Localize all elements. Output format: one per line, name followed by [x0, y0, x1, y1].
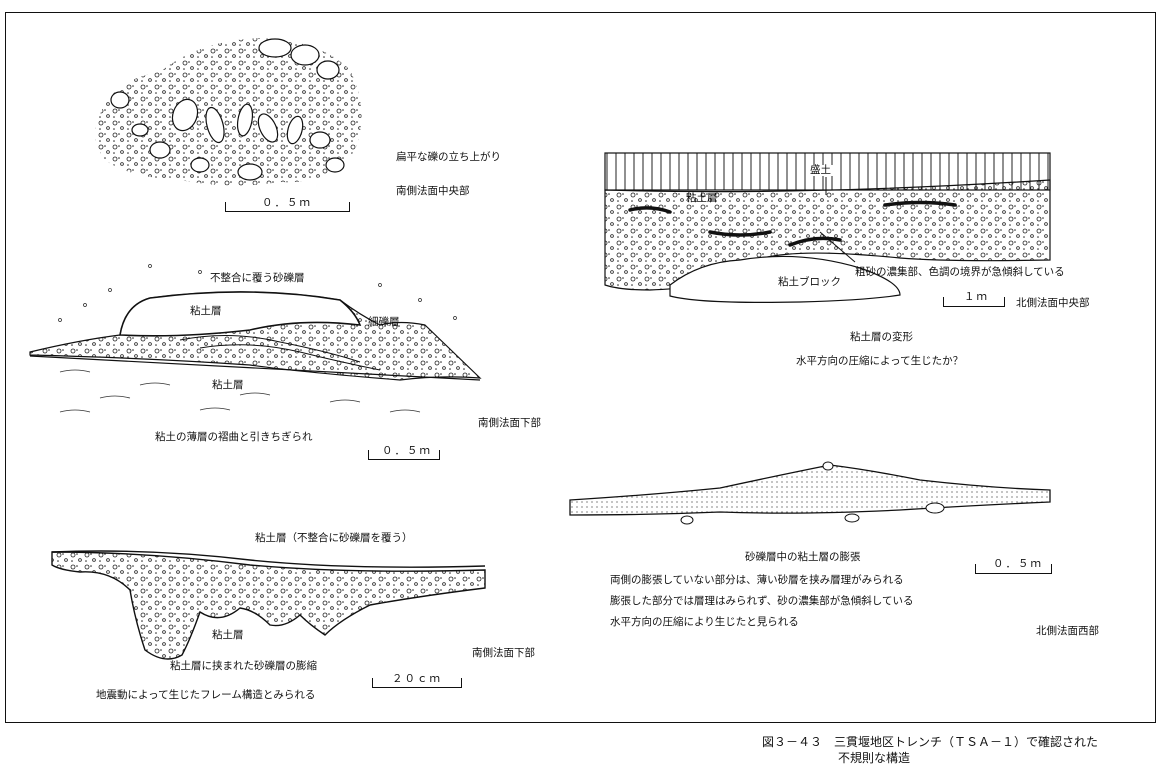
- fig1-scale-bar: [225, 202, 350, 212]
- fig2-top-label: 不整合に覆う砂礫層: [210, 272, 305, 284]
- fig3-scale-label: ２０ｃｍ: [392, 673, 442, 685]
- fig5-line2: 膨張した部分では層理はみられず、砂の濃集部が急傾斜している: [610, 595, 914, 607]
- fig4-scale-bar: [943, 297, 1005, 307]
- fig1-scale-label: ０．５ｍ: [262, 197, 312, 209]
- fig3-flame-sketch: [51, 550, 486, 660]
- fig4-clay: 粘土層: [686, 192, 718, 204]
- fig3-caption1: 粘土層に挟まれた砂礫層の膨縮: [170, 660, 317, 672]
- fig5-scale-bar: [975, 564, 1052, 574]
- fig4-fill: 盛土: [808, 164, 833, 176]
- fig4-location: 北側法面中央部: [1016, 297, 1090, 309]
- fig5-line1: 両側の膨張していない部分は、薄い砂層を挟み層理がみられる: [610, 574, 904, 586]
- fig2-fine-gravel: 細礫層: [368, 316, 400, 328]
- fig2-location: 南側法面下部: [478, 417, 541, 429]
- fig3-scale-bar: [372, 678, 462, 688]
- fig4-note: 粗砂の濃集部、色調の境界が急傾斜している: [855, 266, 1065, 278]
- fig3-top-label: 粘土層（不整合に砂礫層を覆う）: [255, 532, 413, 544]
- fig2-scale-label: ０．５ｍ: [382, 445, 432, 457]
- fig2-caption: 粘土の薄層の褶曲と引きちぎられ: [155, 431, 313, 443]
- fig3-location: 南側法面下部: [472, 647, 535, 659]
- fig4-caption1: 粘土層の変形: [850, 331, 913, 343]
- fig5-swelling-sketch: [569, 461, 1051, 525]
- fig1-gravel-sketch: [95, 38, 362, 186]
- fig1-title: 扁平な礫の立ち上がり: [396, 151, 501, 163]
- fig2-fold-sketch: [29, 264, 482, 413]
- fig5-line3: 水平方向の圧縮により生じたと見られる: [610, 616, 799, 628]
- fig5-title: 砂礫層中の粘土層の膨張: [745, 551, 861, 563]
- fig4-deformation-sketch: [604, 152, 1051, 303]
- figure-caption-line1: 図３－４３ 三貫堰地区トレンチ（ＴＳＡ－１）で確認された: [762, 735, 1099, 749]
- fig1-location: 南側法面中央部: [396, 185, 470, 197]
- fig5-scale-label: ０．５ｍ: [993, 558, 1043, 570]
- fig2-scale-bar: [368, 450, 440, 460]
- fig2-clay-upper: 粘土層: [190, 305, 222, 317]
- fig5-location: 北側法面西部: [1036, 625, 1099, 637]
- figure-caption-line2: 不規則な構造: [838, 751, 911, 765]
- fig4-scale-label: １ｍ: [964, 291, 989, 303]
- figure-frame: [5, 12, 1156, 723]
- fig3-caption2: 地震動によって生じたフレーム構造とみられる: [96, 689, 316, 701]
- fig4-caption2: 水平方向の圧縮によって生じたか？: [796, 355, 964, 367]
- fig4-block: 粘土ブロック: [778, 276, 841, 288]
- fig2-clay-lower: 粘土層: [212, 379, 244, 391]
- fig3-clay: 粘土層: [212, 629, 244, 641]
